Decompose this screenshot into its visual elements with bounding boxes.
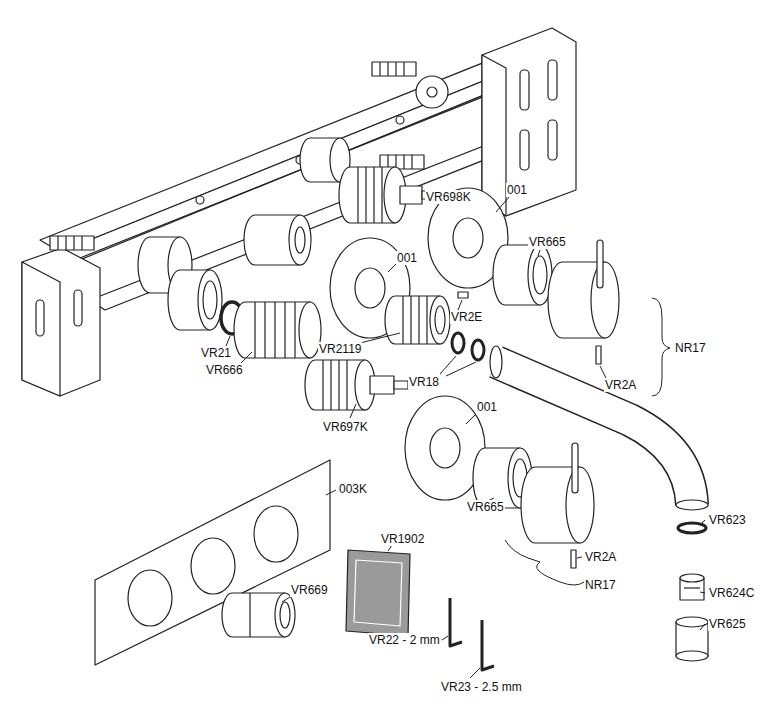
part-label: VR624C bbox=[708, 586, 755, 600]
part-label: VR2119 bbox=[318, 342, 362, 356]
part-label: 001 bbox=[476, 400, 498, 414]
part-label: VR623 bbox=[708, 513, 747, 527]
part-label: NR17 bbox=[674, 341, 707, 355]
part-label: VR669 bbox=[290, 583, 329, 597]
part-label: VR21 bbox=[200, 346, 232, 360]
part-label: VR698K bbox=[425, 190, 472, 204]
part-label: VR2A bbox=[584, 550, 617, 564]
part-label: VR697K bbox=[322, 420, 369, 434]
part-label: VR18 bbox=[408, 375, 440, 389]
part-label: VR625 bbox=[708, 617, 747, 631]
part-label: VR665 bbox=[466, 500, 505, 514]
part-label: VR2E bbox=[450, 310, 483, 324]
part-label: NR17 bbox=[584, 578, 617, 592]
part-label: VR23 - 2.5 mm bbox=[440, 680, 523, 694]
part-label: VR2A bbox=[604, 378, 637, 392]
part-label: VR665 bbox=[528, 235, 567, 249]
part-label: VR666 bbox=[205, 363, 244, 377]
part-label: VR22 - 2 mm bbox=[368, 633, 441, 647]
part-label: 001 bbox=[506, 183, 528, 197]
part-label: 003K bbox=[338, 482, 368, 496]
part-label: VR1902 bbox=[380, 532, 425, 546]
part-label: 001 bbox=[396, 251, 418, 265]
